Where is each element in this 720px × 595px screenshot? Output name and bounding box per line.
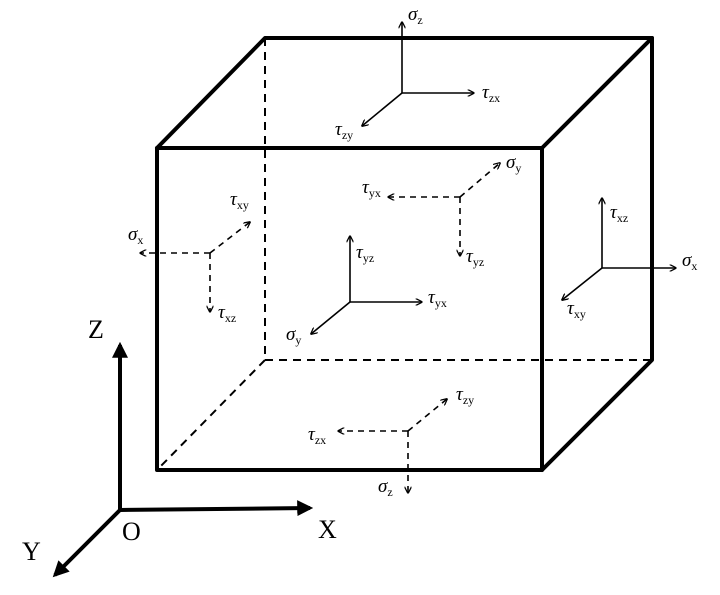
coordinate-axes: Z X Y O: [22, 315, 337, 578]
left-face-stresses: τxy σx τxz: [128, 189, 250, 325]
left-tau-xy-arrow: [209, 222, 250, 254]
left-sigma-x-label: σx: [128, 224, 143, 247]
back-face-stresses: σy τyx τyz: [362, 152, 521, 269]
x-axis-label: X: [318, 515, 337, 544]
cube-hidden-edges: [156, 38, 652, 471]
front-face-stresses: τyz τyx σy: [286, 236, 447, 347]
left-tau-xz-label: τxz: [218, 302, 236, 325]
y-axis: [52, 508, 122, 578]
top-tau-zy-label: τzy: [335, 119, 353, 142]
right-tau-xy-label: τxy: [567, 298, 586, 321]
z-axis-label: Z: [88, 315, 104, 344]
origin-label: O: [122, 517, 141, 546]
top-tau-zy-arrow: [362, 92, 403, 126]
back-tau-yz-label: τyz: [466, 246, 484, 269]
back-sigma-y-arrow: [459, 163, 500, 198]
bottom-tau-zx-label: τzx: [308, 424, 326, 447]
right-sigma-x-label: σx: [682, 250, 697, 273]
top-sigma-z-label: σz: [408, 4, 423, 27]
right-face-stresses: τxz σx τxy: [562, 198, 697, 321]
cube-top-face: [155, 36, 654, 150]
front-sigma-y-arrow: [311, 301, 351, 334]
cube-front-face: [155, 146, 544, 472]
y-axis-label: Y: [22, 537, 41, 566]
front-sigma-y-label: σy: [286, 324, 301, 347]
back-sigma-y-label: σy: [506, 152, 521, 175]
front-tau-yx-label: τyx: [428, 287, 447, 310]
back-tau-yx-label: τyx: [362, 177, 381, 200]
top-tau-zx-label: τzx: [482, 82, 500, 105]
bottom-tau-zy-label: τzy: [456, 384, 474, 407]
right-tau-xy-arrow: [562, 267, 603, 300]
top-face-stresses: σz τzx τzy: [335, 4, 500, 142]
right-tau-xz-label: τxz: [610, 202, 628, 225]
bottom-sigma-z-label: σz: [378, 476, 393, 499]
left-tau-xy-label: τxy: [230, 189, 249, 212]
cube-visible-edges: [155, 36, 654, 472]
cube-right-face: [540, 36, 654, 472]
x-axis: [119, 500, 314, 517]
front-tau-yz-label: τyz: [356, 242, 374, 265]
hidden-edge-diagonal: [156, 359, 266, 471]
bottom-face-stresses: τzy τzx σz: [308, 384, 474, 499]
bottom-tau-zy-arrow: [407, 399, 447, 432]
